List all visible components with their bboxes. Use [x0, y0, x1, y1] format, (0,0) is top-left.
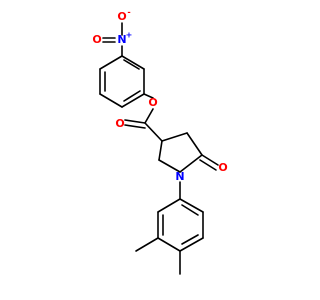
bond-ester-o-to-carbonyl-c: [144, 108, 154, 124]
bonds: [99, 22, 219, 275]
bond-top-ring-inner-3: [123, 59, 140, 70]
chemical-structure: O - O N + O O N O: [92, 7, 228, 275]
bond-top-ring-inner-2: [123, 90, 141, 102]
bond-ring-c4-c5: [186, 132, 203, 156]
nitro-nitrogen-positive-charge: +: [126, 31, 133, 40]
bond-carbonyl-double-b: [124, 124, 146, 129]
bond-bottom-ring-4: [179, 237, 204, 252]
bond-ring-c3-c4: [161, 132, 188, 142]
bond-carbonyl-c-to-ring-c3: [144, 122, 163, 142]
bond-top-ring-1: [99, 55, 123, 70]
bond-ring-c5-n: [179, 154, 203, 173]
atom-labels: O - O N + O O N O: [92, 8, 227, 184]
bond-carbonyl-double-a: [124, 119, 146, 124]
nitro-oxygen-negative-charge: -: [127, 8, 130, 17]
bond-lactam-double-a: [201, 154, 219, 166]
bond-bottom-ring-6: [179, 198, 204, 213]
bond-ring-c2-c3: [158, 140, 163, 161]
ring-nitrogen-label: N: [175, 170, 184, 183]
bond-bottom-ring-1: [157, 198, 181, 213]
bond-methyl-meta: [135, 237, 159, 252]
ester-oxygen-label: O: [148, 96, 157, 109]
bond-ring-to-ester-o: [143, 93, 154, 99]
bond-ring-n-c2: [158, 159, 181, 173]
nitro-oxygen-left-label: O: [92, 33, 101, 46]
bond-top-ring-3: [99, 93, 123, 108]
lactam-oxygen-label: O: [218, 161, 227, 174]
bond-bottom-ring-inner-2: [181, 234, 199, 245]
carbonyl-oxygen-label: O: [115, 117, 124, 130]
bond-bottom-ring-inner-3: [181, 204, 199, 216]
bond-bottom-ring-3: [157, 237, 181, 252]
bond-lactam-double-b: [199, 159, 217, 171]
nitro-oxygen-top-label: O: [117, 10, 126, 23]
nitro-nitrogen-label: N: [117, 33, 126, 46]
bond-top-ring-6: [121, 55, 145, 70]
bond-top-ring-4: [121, 93, 145, 108]
